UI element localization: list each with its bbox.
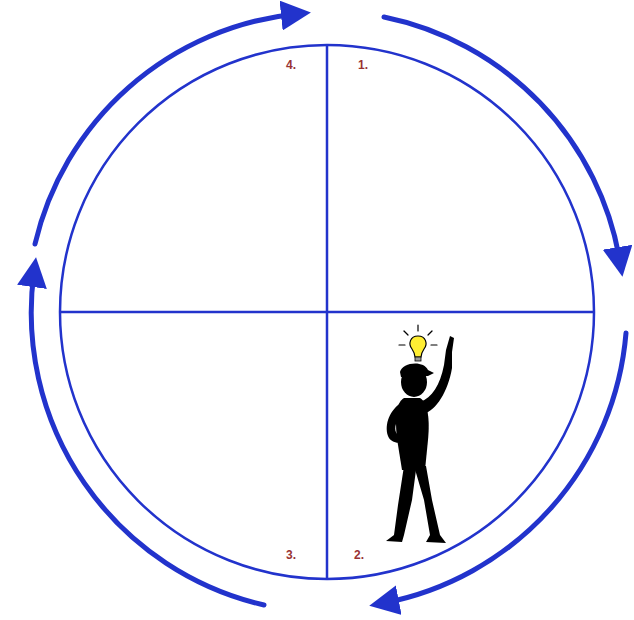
- callout-number: 2.: [354, 548, 364, 562]
- quadrant-circle: [60, 45, 594, 579]
- cycle-arrow: [384, 17, 620, 262]
- cycle-arrow: [31, 272, 264, 605]
- cycle-arrow: [35, 14, 296, 244]
- callout-number: 1.: [358, 58, 368, 72]
- divider-line: [60, 311, 594, 314]
- cycle-arrow: [384, 333, 626, 603]
- idea-figure: [386, 325, 454, 543]
- callout-number: 3.: [286, 548, 296, 562]
- callout-number: 4.: [286, 58, 296, 72]
